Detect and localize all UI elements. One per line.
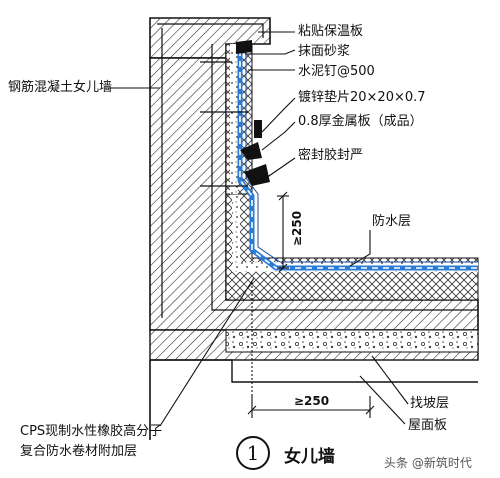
label-sealant: 密封胶封严 <box>298 148 364 163</box>
slope-layer <box>225 329 479 353</box>
label-cps-line2: 复合防水卷材附加层 <box>20 444 138 459</box>
label-cps-line1: CPS现制水性橡胶高分子 <box>20 424 163 439</box>
label-slope: 找坡层 <box>410 396 450 411</box>
sealant <box>236 40 252 54</box>
dimension-vertical: ≥250 <box>290 210 304 246</box>
label-washer: 镀锌垫片20×20×0.7 <box>298 90 426 105</box>
detail-title: 女儿墙 <box>284 447 335 467</box>
detail-number-circle: 1 <box>236 436 270 470</box>
label-mortar: 抹面砂浆 <box>298 44 351 59</box>
label-parapet: 钢筋混凝土女儿墙 <box>8 80 113 95</box>
label-insulation: 粘贴保温板 <box>298 24 364 39</box>
label-waterproof: 防水层 <box>372 214 412 229</box>
watermark: 头条 @新筑时代 <box>384 456 472 470</box>
label-roof-slab: 屋面板 <box>408 418 448 433</box>
dimension-horizontal: ≥250 <box>294 394 330 408</box>
washer <box>254 120 262 138</box>
label-metal-plate: 0.8厚金属板（成品） <box>298 114 423 129</box>
label-nail: 水泥钉@500 <box>298 64 375 79</box>
